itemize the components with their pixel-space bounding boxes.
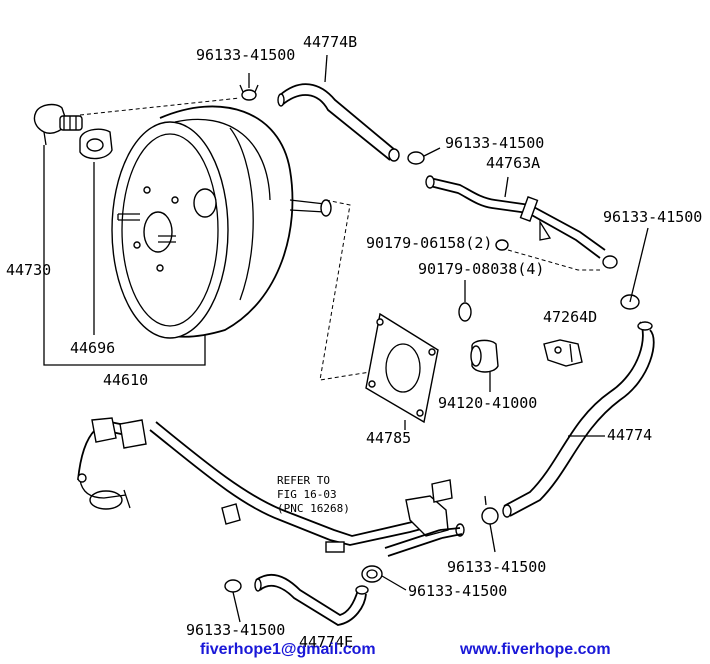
pipe-44763a [425, 175, 606, 259]
label-bolt-1: 90179-06158(2) [366, 234, 492, 252]
label-cushion: 94120-41000 [438, 394, 537, 412]
label-booster: 44610 [103, 371, 148, 389]
footer-email: fiverhope1@gmail.com [200, 641, 376, 658]
label-hose-44774: 44774 [607, 426, 652, 444]
bolt-2 [458, 280, 472, 322]
grommet [79, 128, 113, 160]
label-refer-1: REFER TO [277, 474, 330, 487]
label-check-valve: 44730 [6, 261, 51, 279]
label-gasket: 44785 [366, 429, 411, 447]
label-grommet: 44696 [70, 339, 115, 357]
brake-booster [111, 105, 332, 339]
hose-44774b [277, 54, 400, 162]
vacuum-pipe [77, 417, 465, 557]
cushion [470, 339, 499, 392]
hose-44774e [254, 573, 369, 626]
bracket-47264d [543, 339, 583, 367]
label-clamp-top: 96133-41500 [196, 46, 295, 64]
check-valve [33, 103, 83, 146]
clamp-right-1 [407, 147, 441, 165]
gasket-44785 [365, 312, 439, 430]
clamp-top [239, 73, 259, 101]
clamp-bottom-left [224, 579, 242, 623]
footer-website: www.fiverhope.com [459, 641, 611, 658]
label-clamp-bottom-right: 96133-41500 [447, 558, 546, 576]
hose-44774 [502, 321, 655, 518]
label-pipe-44763a: 44763A [486, 154, 540, 172]
clamp-bottom-right [481, 495, 499, 553]
label-clamp-right-1: 96133-41500 [445, 134, 544, 152]
label-hose-44774b: 44774B [303, 33, 357, 51]
label-refer-3: (PNC 16268) [277, 502, 350, 515]
label-refer-2: FIG 16-03 [277, 488, 337, 501]
bolt-1 [495, 239, 509, 251]
label-bracket: 47264D [543, 308, 597, 326]
label-clamp-bottom-left: 96133-41500 [186, 621, 285, 639]
label-bolt-2: 90179-08038(4) [418, 260, 544, 278]
label-hose-44774e: 44774E [299, 633, 353, 651]
clamp-right-2 [602, 227, 649, 310]
clamp-bottom-mid [361, 565, 407, 591]
label-clamp-bottom-mid: 96133-41500 [408, 582, 507, 600]
label-clamp-right-2: 96133-41500 [603, 208, 702, 226]
